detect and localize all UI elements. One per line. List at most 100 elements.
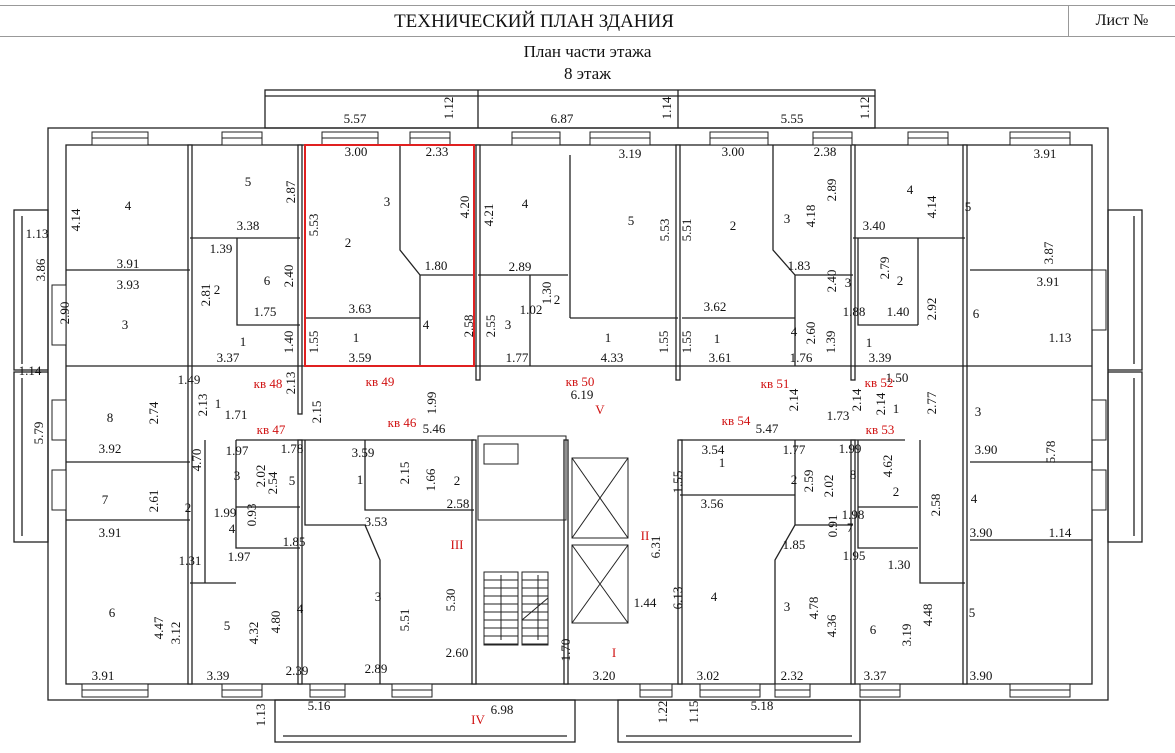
dimension-label: 2.15: [309, 401, 324, 424]
apartment-number-label[interactable]: кв 50: [566, 374, 595, 389]
dimension-label: 3.87: [1041, 241, 1056, 264]
dimension-label: 1.15: [686, 701, 701, 724]
dimension-label: 2: [791, 472, 798, 487]
apartment-number-label[interactable]: кв 48: [254, 376, 283, 391]
dimension-label: 1: [714, 331, 721, 346]
dimension-label: 3.37: [864, 668, 887, 683]
dimension-label: 5.57: [344, 111, 367, 126]
dimension-label: 3.93: [117, 277, 140, 292]
dimension-label: 6: [109, 605, 116, 620]
dimension-label: 1.30: [888, 557, 911, 572]
dimension-label: 1.71: [225, 407, 248, 422]
dimension-label: 2.89: [365, 661, 388, 676]
dimension-label: 2.60: [803, 322, 818, 345]
dimension-label: 3: [505, 317, 512, 332]
dimension-label: 1.49: [178, 372, 201, 387]
dimension-label: 0.93: [244, 504, 259, 527]
dimension-label: 1.13: [253, 704, 268, 727]
apartment-number-label[interactable]: кв 54: [722, 413, 751, 428]
dimension-label: 3.38: [237, 218, 260, 233]
floor-label: 8 этаж: [564, 64, 611, 83]
dimension-label: 2.02: [821, 475, 836, 498]
section-number-label: V: [595, 402, 605, 417]
dimension-label: 2.60: [446, 645, 469, 660]
dimension-label: 5.78: [1043, 441, 1058, 464]
dimension-label: 2.14: [873, 392, 888, 415]
dimension-label: 1.31: [179, 553, 202, 568]
walls: [13, 89, 1143, 743]
apartment-number-label[interactable]: кв 53: [866, 422, 895, 437]
dimension-label: 5.18: [751, 698, 774, 713]
dimension-label: 1.85: [283, 534, 306, 549]
dimension-label: 5: [245, 174, 252, 189]
section-number-label: II: [641, 528, 650, 543]
bearing-wall: [297, 439, 303, 685]
dimension-label: 1.44: [634, 595, 657, 610]
dimension-label: 2.89: [824, 179, 839, 202]
dimension-label: 1: [893, 401, 900, 416]
title-divider: [1068, 6, 1069, 36]
partition-walls: [66, 145, 1092, 684]
apartment-number-label[interactable]: кв 51: [761, 376, 790, 391]
dimension-label: 3: [234, 468, 241, 483]
dimension-label: 2: [893, 484, 900, 499]
dimension-label: 5: [969, 605, 976, 620]
dimension-label: 3.90: [970, 525, 993, 540]
dimension-label: 1.40: [281, 331, 296, 354]
wall-outline: [1107, 209, 1143, 371]
staircase: [483, 571, 549, 646]
dimension-label: 3.91: [92, 668, 115, 683]
dimension-label: 4: [297, 601, 304, 616]
dimension-label: 5.51: [679, 219, 694, 242]
dimension-label: 6.98: [491, 702, 514, 717]
dimension-label: 3.61: [709, 350, 732, 365]
dimension-label: 3.86: [33, 258, 48, 281]
dimension-label: 3.20: [593, 668, 616, 683]
selected-apartment-outline[interactable]: [304, 144, 475, 367]
dimension-label: 3.59: [352, 445, 375, 460]
dimension-label: 3.62: [704, 299, 727, 314]
dimension-label: 1.83: [788, 258, 811, 273]
dimension-label: 6: [973, 306, 980, 321]
dimension-label: 3.91: [1037, 274, 1060, 289]
dimension-label: 3: [384, 194, 391, 209]
dimension-label: 4.36: [824, 614, 839, 637]
dimension-label: 4: [907, 182, 914, 197]
dimension-label: 4.70: [189, 449, 204, 472]
dimension-label: 2.32: [781, 668, 804, 683]
dimension-label: 1.14: [1049, 525, 1072, 540]
dimension-label: 1: [866, 335, 873, 350]
dimension-label: 1.22: [655, 701, 670, 724]
apartment-number-label[interactable]: кв 47: [257, 422, 286, 437]
apartment-number-label[interactable]: кв 49: [366, 374, 395, 389]
apartment-number-label[interactable]: кв 46: [388, 415, 417, 430]
dimension-label: 2.89: [509, 259, 532, 274]
dimension-label: 3.19: [619, 146, 642, 161]
dimension-label: 2.40: [824, 270, 839, 293]
dimension-label: 1.70: [558, 639, 573, 662]
dimension-label: 1.55: [679, 331, 694, 354]
dimension-label: 4.14: [68, 208, 83, 231]
title-block: ТЕХНИЧЕСКИЙ ПЛАН ЗДАНИЯ Лист №: [0, 5, 1175, 37]
elevator-cross-icon: [571, 457, 629, 539]
dimension-label: 5.53: [657, 219, 672, 242]
dimension-label: 3.00: [722, 144, 745, 159]
dimension-label: 2.58: [461, 315, 476, 338]
dimension-label: 2.79: [877, 257, 892, 280]
bearing-wall: [297, 144, 303, 415]
dimension-label: 5.47: [756, 421, 779, 436]
apartment-number-label[interactable]: кв 52: [865, 375, 894, 390]
dimension-label: 1: [719, 455, 726, 470]
dimension-label: 1.77: [783, 442, 806, 457]
dimension-label: 8: [850, 467, 857, 482]
dimension-label: 1.55: [656, 331, 671, 354]
dimension-label: 5: [628, 213, 635, 228]
dimension-label: 1.78: [281, 441, 304, 456]
dimension-label: 2: [214, 282, 221, 297]
dimension-label: 4.33: [601, 350, 624, 365]
dimension-label: 1.02: [520, 302, 543, 317]
dimension-label: 2.74: [146, 401, 161, 424]
bearing-wall: [850, 144, 856, 381]
dimension-label: 1: [240, 334, 247, 349]
